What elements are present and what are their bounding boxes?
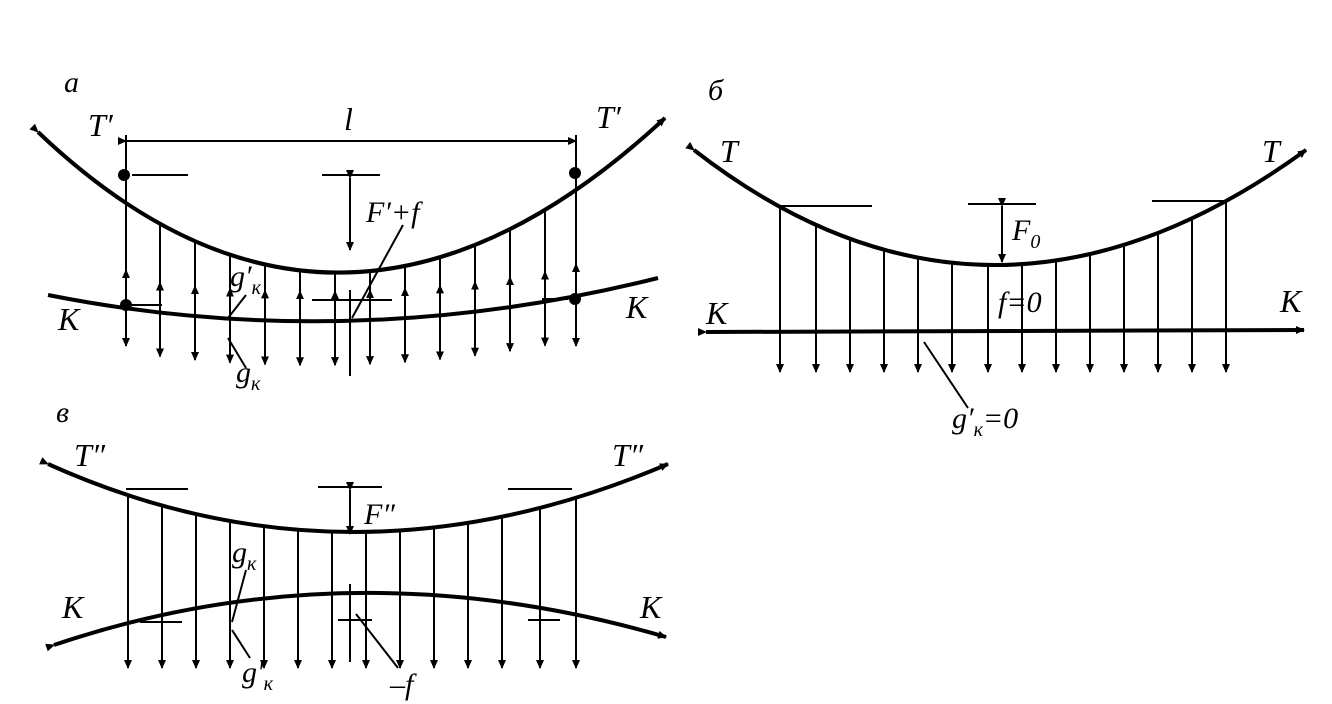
panel-b: б T T K K F0 f=0 g′к=0 — [685, 74, 1308, 441]
panel-b-f-label: f=0 — [998, 286, 1042, 319]
panel-v-negf-label: –f — [389, 668, 417, 701]
panel-a-g-label: gк — [236, 356, 261, 395]
panel-v-g-leader — [231, 569, 247, 623]
panel-a-span-label: l — [344, 101, 353, 137]
panel-b-load-arrows — [776, 201, 1230, 373]
panel-v-trolley-wire — [39, 457, 669, 534]
panel-a: а l T′ T′ K K F′+f g′к gк — [29, 66, 667, 395]
panel-a-left-top-node — [118, 169, 130, 181]
panel-a-right-tension-label: T′ — [596, 99, 622, 135]
panel-v-right-tension-label: T″ — [612, 437, 644, 473]
panel-a-left-tension-label: T′ — [88, 107, 114, 143]
panel-a-right-catenary-label: K — [625, 289, 649, 325]
panel-a-sag-leader — [351, 224, 404, 319]
panel-b-right-tension-label: T — [1262, 133, 1282, 169]
panel-a-trolley-wire — [29, 116, 667, 275]
panel-v-negf-leader — [355, 613, 399, 669]
panel-a-left-catenary-label: K — [57, 301, 81, 337]
panel-b-sag-label: F0 — [1011, 214, 1040, 253]
panel-a-gprime-label: g′к — [230, 260, 262, 299]
panel-v-right-catenary-label: K — [639, 589, 663, 625]
panel-v-catenary-wire — [45, 590, 667, 652]
panel-b-right-catenary-label: K — [1279, 283, 1303, 319]
panel-b-gprime-leader — [923, 341, 969, 409]
panel-v-left-catenary-label: K — [61, 589, 85, 625]
panel-v-sag-label: F″ — [363, 498, 395, 531]
panel-v-load-arrows — [124, 495, 580, 669]
panel-b-letter: б — [708, 74, 724, 107]
panel-a-load-arrows — [122, 209, 580, 367]
panel-v-letter: в — [56, 396, 69, 429]
panel-a-right-top-node — [569, 167, 581, 179]
panel-v-gprime-leader — [231, 629, 251, 659]
panel-b-left-catenary-label: K — [705, 295, 729, 331]
panel-b-trolley-wire — [685, 141, 1308, 267]
panel-b-catenary-wire — [697, 326, 1305, 337]
panel-b-left-tension-label: T — [720, 133, 740, 169]
panel-b-gprime-label: g′к=0 — [952, 402, 1018, 441]
panel-v-left-tension-label: T″ — [74, 437, 106, 473]
panel-v-g-label: gк — [232, 536, 257, 575]
panel-a-letter: а — [64, 66, 79, 99]
panel-v: в T″ T″ K K F″ gк g′к –f — [39, 396, 669, 701]
panel-a-sag-label: F′+f — [365, 196, 423, 229]
panel-v-gprime-label: g′к — [242, 656, 274, 695]
